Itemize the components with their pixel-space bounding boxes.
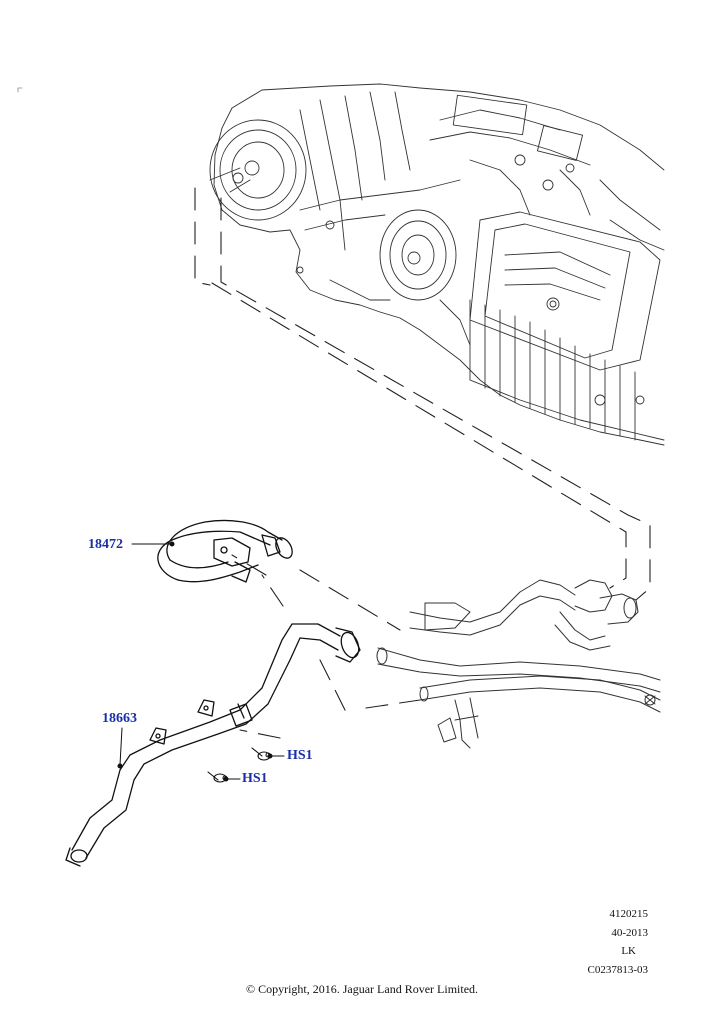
heater-pipe-assembly	[376, 579, 661, 749]
callout-hs1-a[interactable]: HS1	[287, 748, 313, 763]
drawing-number: 4120215	[609, 908, 649, 920]
corner-mark	[17, 87, 23, 93]
callout-hs1-b[interactable]: HS1	[242, 771, 268, 786]
copyright-notice: © Copyright, 2016. Jaguar Land Rover Lim…	[245, 982, 479, 996]
callout-18663[interactable]: 18663	[102, 711, 137, 726]
drawing-reference: C0237813-03	[587, 964, 649, 976]
callout-leaders	[117, 541, 285, 782]
drawing-date-code: 40-2013	[611, 927, 648, 939]
part-18663-tube[interactable]	[65, 623, 362, 867]
part-18472-hose[interactable]	[157, 519, 296, 583]
callout-18472[interactable]: 18472	[88, 537, 123, 552]
dashed-leader-lines	[194, 187, 651, 739]
drawing-initials: LK	[621, 945, 636, 957]
hs1-screw-a[interactable]	[251, 747, 271, 761]
hvac-unit-housing	[209, 83, 665, 446]
